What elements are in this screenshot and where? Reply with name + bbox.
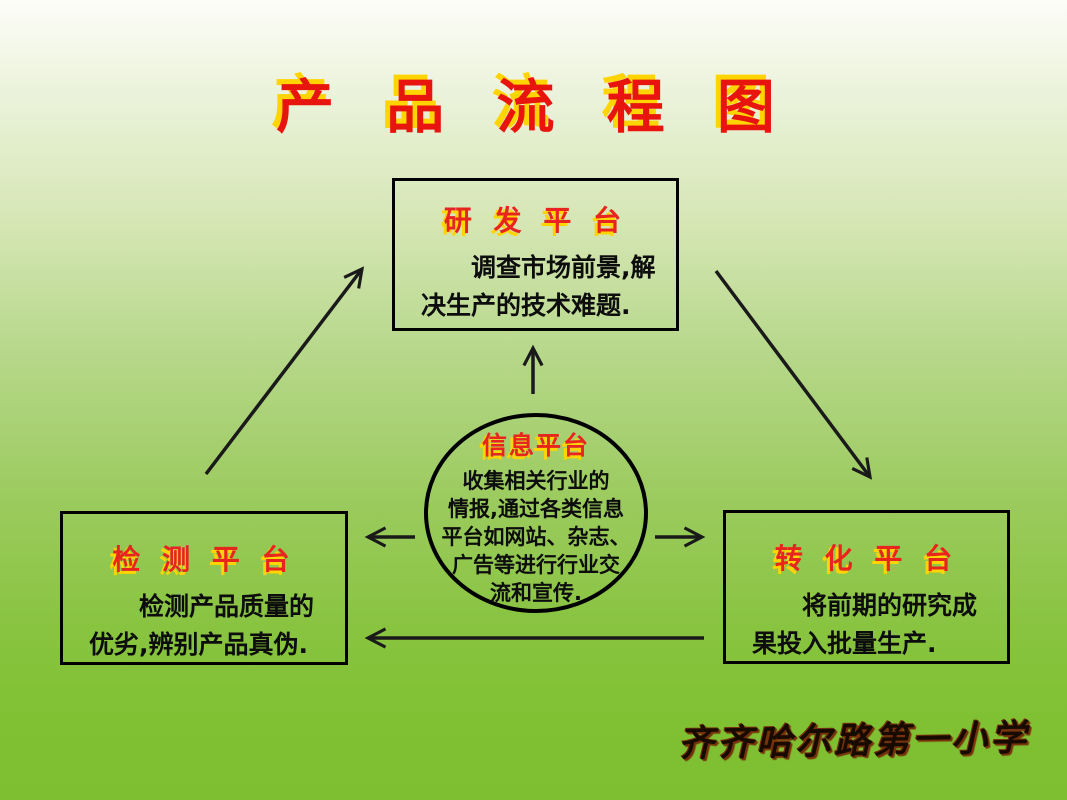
node-info-title: 信息平台 — [481, 431, 590, 460]
node-transform-title: 转 化 平 台 — [774, 542, 959, 575]
node-rnd-body-line: 决生产的技术难题. — [421, 291, 631, 320]
node-test-body-line: 检测产品质量的 — [139, 592, 315, 621]
arrow-rnd-to-transform — [714, 269, 873, 480]
node-rnd-platform: 研 发 平 台 调查市场前景,解 决生产的技术难题. — [392, 178, 679, 331]
school-signature: 齐齐哈尔路第一小学 — [677, 716, 1030, 766]
node-rnd-body: 调查市场前景,解 决生产的技术难题. — [395, 249, 676, 325]
node-info-body-line: 平台如网站、杂志、 — [441, 525, 631, 549]
node-info-body-line: 收集相关行业的 — [462, 469, 610, 493]
node-transform-body-line: 将前期的研究成 — [802, 591, 978, 620]
node-rnd-title: 研 发 平 台 — [443, 204, 628, 237]
node-transform-body: 将前期的研究成 果投入批量生产. — [726, 587, 1007, 663]
arrow-test-to-rnd — [204, 266, 365, 476]
node-info-platform: 信息平台 收集相关行业的 情报,通过各类信息 平台如网站、杂志、 广告等进行行业… — [428, 426, 644, 607]
slide-title: 产 品 流 程 图 — [276, 73, 791, 141]
node-test-body: 检测产品质量的 优劣,辨别产品真伪. — [63, 588, 345, 664]
node-info-body-line: 流和宣传. — [490, 581, 582, 605]
node-info-body-line: 情报,通过各类信息 — [448, 497, 624, 521]
node-rnd-body-line: 调查市场前景,解 — [471, 253, 656, 282]
info-circle-outline — [424, 413, 648, 613]
node-test-title: 检 测 平 台 — [112, 543, 296, 576]
node-transform-body-line: 果投入批量生产. — [752, 629, 937, 658]
node-info-body-line: 广告等进行行业交 — [452, 553, 620, 577]
node-transform-platform: 转 化 平 台 将前期的研究成 果投入批量生产. — [723, 510, 1010, 664]
node-test-platform: 检 测 平 台 检测产品质量的 优劣,辨别产品真伪. — [60, 511, 348, 665]
node-test-body-line: 优劣,辨别产品真伪. — [89, 630, 308, 659]
